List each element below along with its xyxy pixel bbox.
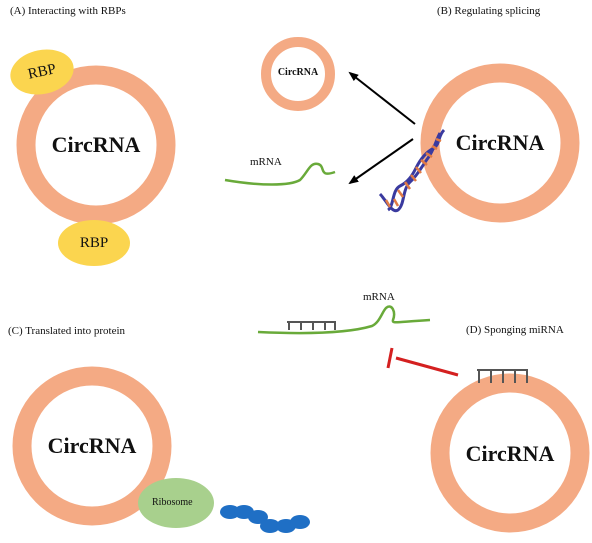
panel-d-circrna-label: CircRNA [465,441,555,466]
panel-a-circrna-ring [16,65,176,225]
panel-b-mrna-label: mRNA [250,156,282,168]
panel-a-circrna-label: CircRNA [51,132,141,157]
panel-b-small-circrna-label: CircRNA [277,67,319,78]
panel-b-mrna-strand [224,162,336,186]
panel-d-mrna-strand [257,305,431,335]
panel-d-mrna-label: mRNA [363,291,395,303]
panel-b-dna-helix [378,128,446,213]
panel-b-big-circrna-label: CircRNA [455,130,545,155]
panel-c-protein-chain [220,505,310,533]
panel-a-rbp-bottom-label: RBP [79,234,109,251]
panel-c-caption: (C) Translated into protein [8,325,126,337]
panel-c-circrna-label: CircRNA [47,433,137,458]
panel-a-rbp-bottom: RBP [58,220,130,266]
panel-c-circrna-ring [12,366,172,526]
panel-a-caption: (A) Interacting with RBPs [10,5,126,17]
panel-c-ribosome-label: Ribosome [152,497,193,508]
panel-b-caption: (B) Regulating splicing [437,5,541,17]
panel-d-ring-comb [477,369,528,383]
panel-b-arrow-to-mrna [348,138,414,185]
panel-b-big-circrna-ring [420,63,580,223]
panel-d-caption: (D) Sponging miRNA [466,324,564,336]
panel-d-inhibition-arrow [386,347,459,377]
panel-a-rbp-top-label: RBP [26,60,58,83]
panel-c-ribosome [138,478,214,528]
panel-b-small-circrna-ring [261,37,335,111]
panel-d-mrna-comb [287,321,336,330]
panel-d-circrna-ring [430,373,590,533]
panel-b-arrow-to-circrna [348,71,416,125]
